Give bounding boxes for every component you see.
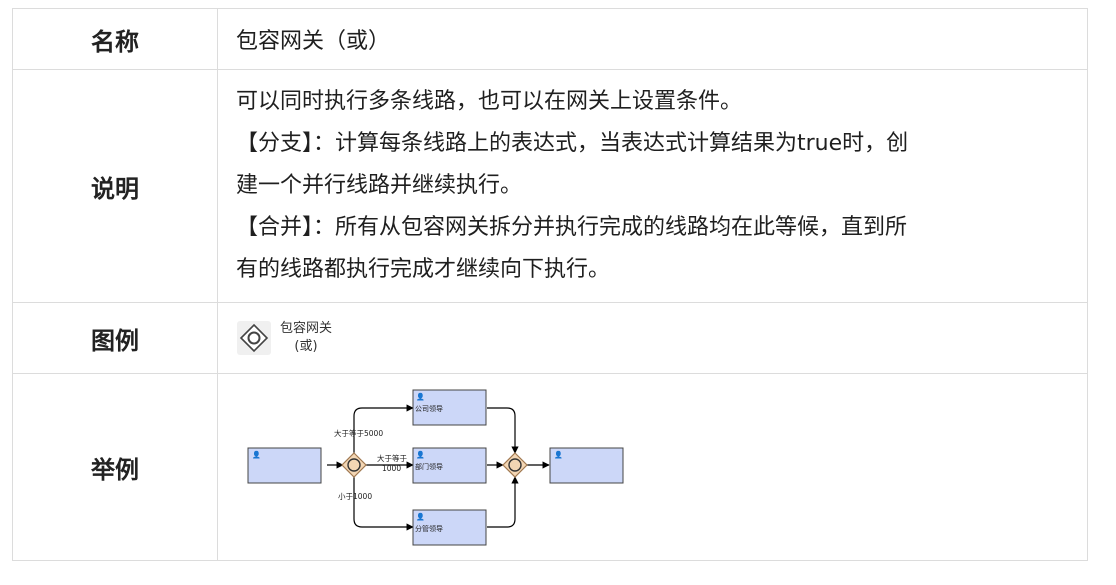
legend: 包容网关 (或): [236, 320, 1075, 356]
split-gateway-icon: [341, 452, 367, 478]
row-example: 举例: [12, 373, 1088, 561]
value-name: 包容网关（或）: [217, 8, 1088, 70]
task-label-dept-leader: 部门领导: [415, 462, 443, 471]
svg-text:👤: 👤: [554, 450, 563, 459]
description-line: 有的线路都执行完成才继续向下执行。: [236, 257, 611, 282]
description-cell: 可以同时执行多条线路，也可以在网关上设置条件。 【分支】：计算每条线路上的表达式…: [217, 69, 1088, 303]
flow-diagram: 👤 👤 公司领导: [247, 389, 624, 546]
description-line: 可以同时执行多条线路，也可以在网关上设置条件。: [236, 89, 743, 114]
label-legend: 图例: [12, 302, 218, 374]
svg-text:👤: 👤: [252, 450, 261, 459]
svg-text:👤: 👤: [416, 512, 425, 521]
example-cell: 👤 👤 公司领导: [217, 373, 1088, 561]
label-description: 说明: [12, 69, 218, 303]
task-dept-leader: 👤 部门领导: [412, 447, 487, 484]
spec-table: 名称 包容网关（或） 说明 可以同时执行多条线路，也可以在网关上设置条件。 【分…: [12, 8, 1088, 561]
legend-cell: 包容网关 (或): [217, 302, 1088, 374]
task-company-leader: 👤 公司领导: [412, 389, 487, 426]
description-line: 【合并】：所有从包容网关拆分并执行完成的线路均在此等候，直到所: [236, 215, 908, 240]
inclusive-gateway-icon: [237, 321, 271, 355]
condition-label-middle-2: 1000: [382, 464, 401, 473]
condition-label-bottom: 小于1000: [338, 492, 372, 501]
legend-text: 包容网关 (或): [280, 320, 332, 356]
row-name: 名称 包容网关（或）: [12, 8, 1088, 70]
svg-text:👤: 👤: [416, 450, 425, 459]
legend-text-line1: 包容网关: [280, 321, 333, 336]
label-name: 名称: [12, 8, 218, 70]
end-task: 👤: [549, 447, 624, 484]
task-label-company-leader: 公司领导: [415, 404, 443, 413]
row-description: 说明 可以同时执行多条线路，也可以在网关上设置条件。 【分支】：计算每条线路上的…: [12, 69, 1088, 303]
task-division-leader: 👤 分管领导: [412, 509, 487, 546]
task-label-division-leader: 分管领导: [415, 524, 443, 533]
label-example: 举例: [12, 373, 218, 561]
condition-label-top: 大于等于5000: [334, 428, 383, 438]
start-task: 👤: [247, 447, 322, 484]
join-gateway-icon: [502, 452, 528, 478]
description-line: 【分支】：计算每条线路上的表达式，当表达式计算结果为true时，创: [236, 131, 909, 156]
flow-connectors: [327, 404, 550, 531]
condition-label-middle-1: 大于等于: [377, 453, 407, 463]
row-legend: 图例 包容网关 (或): [12, 302, 1088, 374]
description-line: 建一个并行线路并继续执行。: [236, 173, 523, 198]
svg-text:👤: 👤: [416, 392, 425, 401]
legend-text-line2: (或): [294, 339, 318, 354]
